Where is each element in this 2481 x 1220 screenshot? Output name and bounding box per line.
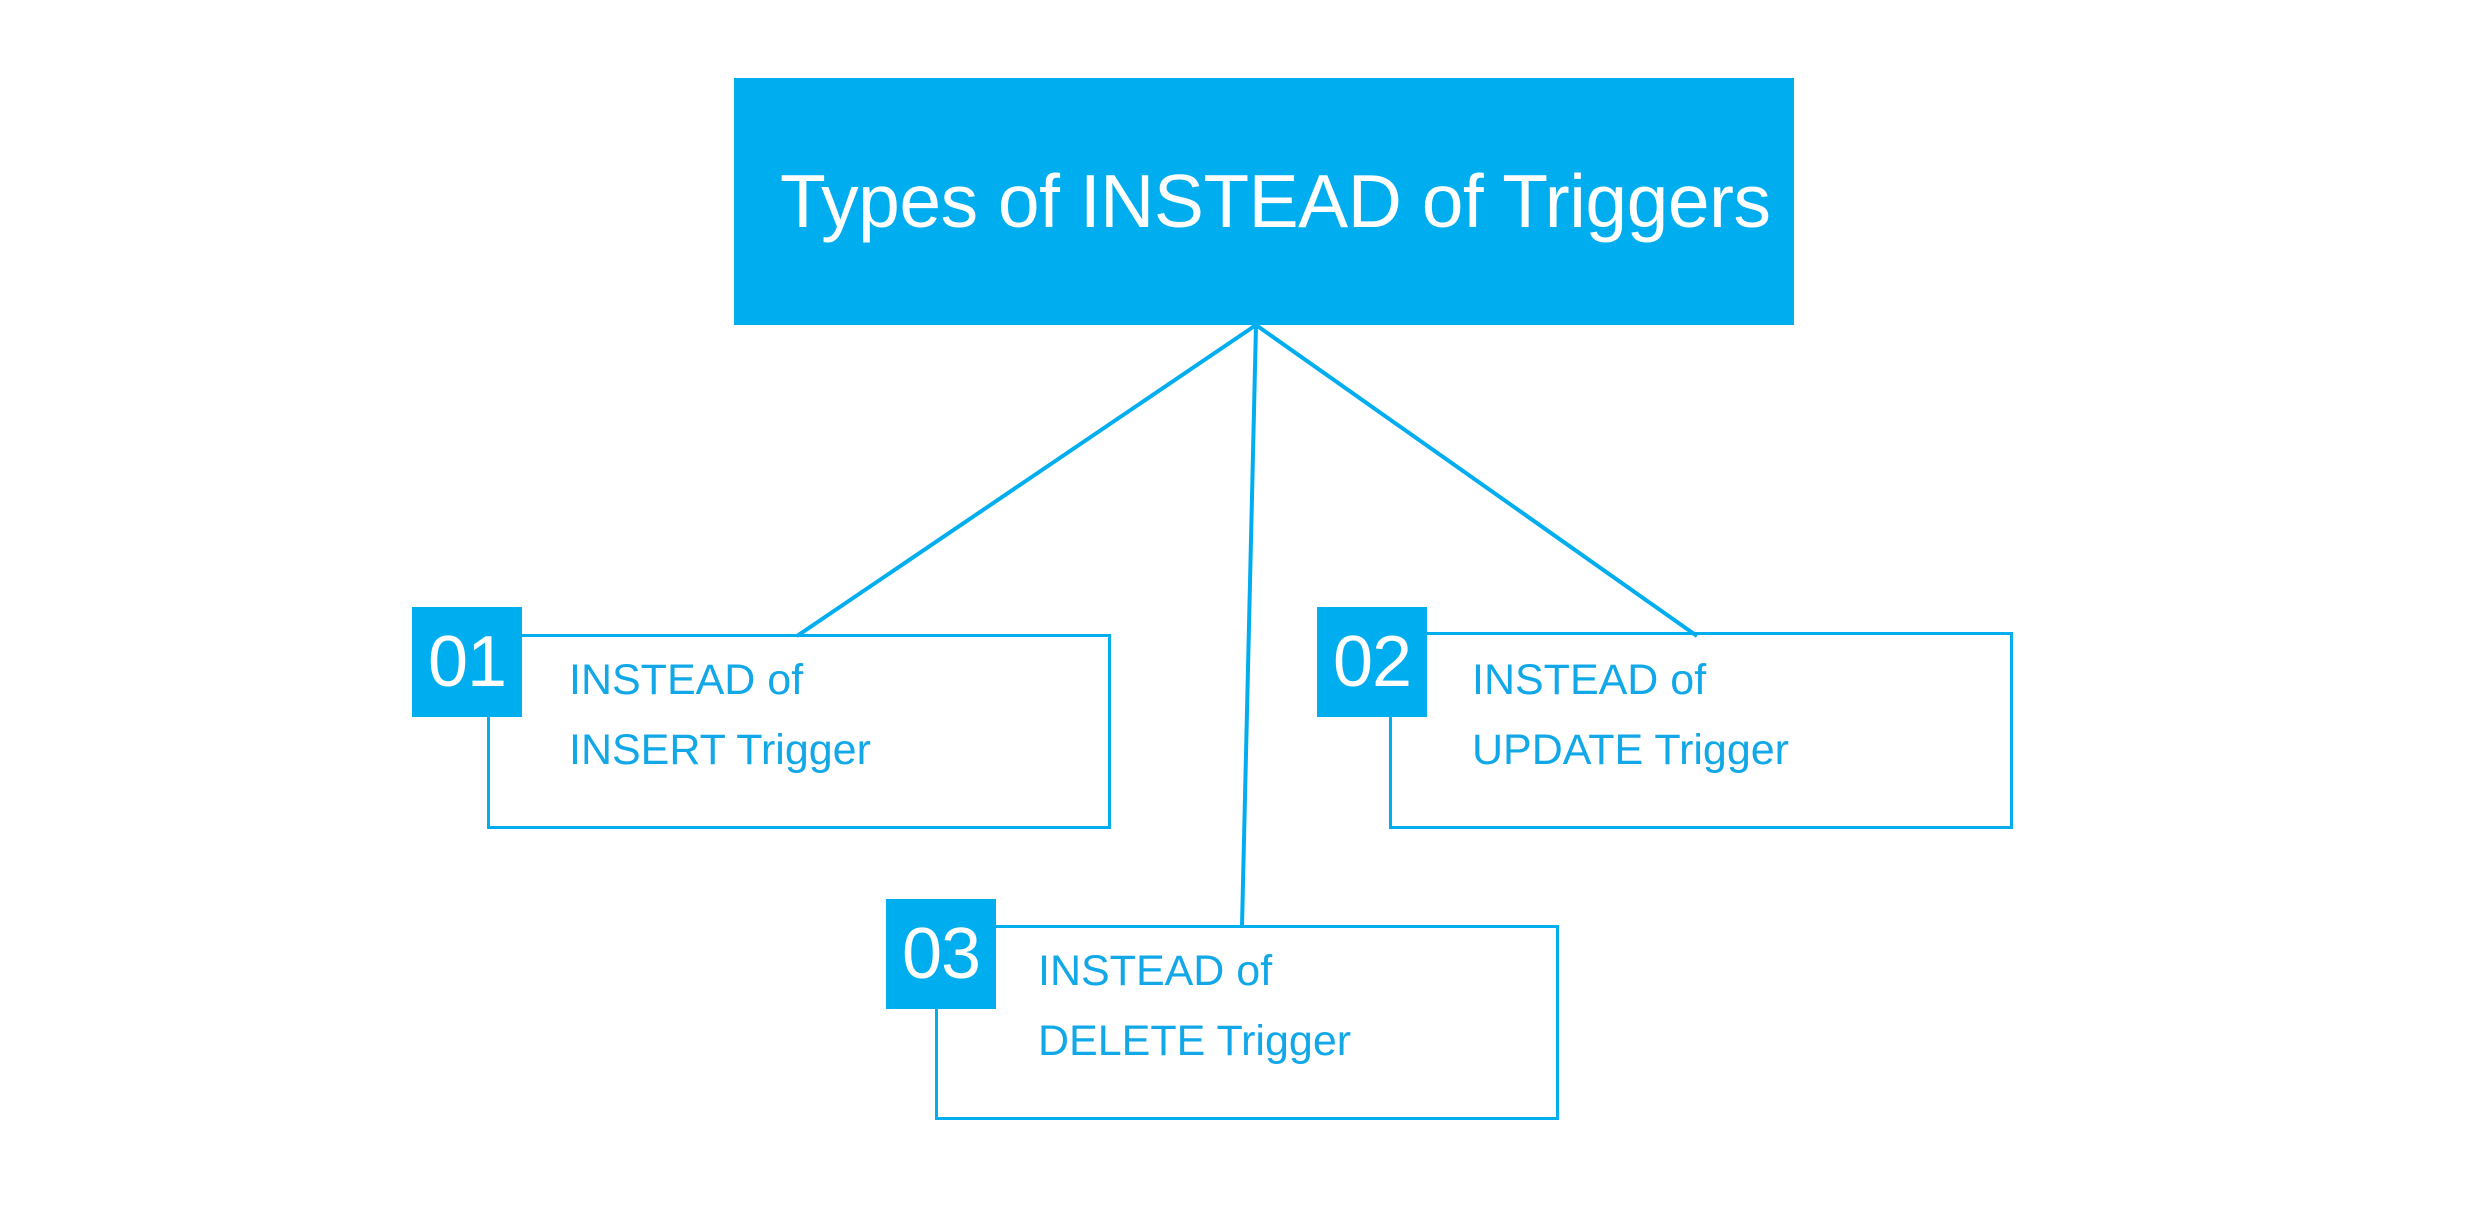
item-01-label-line1: INSTEAD of xyxy=(569,656,804,704)
diagram-title-banner: Types of INSTEAD of Triggers xyxy=(734,78,1794,325)
connector-line-to-item-03 xyxy=(1240,324,1258,927)
item-02-label-line1: INSTEAD of xyxy=(1472,656,1707,704)
connector-line-to-item-02 xyxy=(1254,323,1699,638)
item-02-number-badge: 02 xyxy=(1317,607,1427,717)
item-03-number-badge: 03 xyxy=(886,899,996,1009)
item-03-label: INSTEAD of DELETE Trigger xyxy=(1038,936,1351,1076)
item-02-label-line2: UPDATE Trigger xyxy=(1472,726,1789,774)
connector-line-to-item-01 xyxy=(795,323,1258,638)
item-03-frame xyxy=(935,925,1559,1120)
item-01-label-line2: INSERT Trigger xyxy=(569,726,871,774)
item-02-frame xyxy=(1389,632,2013,829)
item-02-label: INSTEAD of UPDATE Trigger xyxy=(1472,645,1789,785)
item-01-number-badge: 01 xyxy=(412,607,522,717)
page-title: Types of INSTEAD of Triggers xyxy=(780,159,1771,244)
item-01-frame xyxy=(487,634,1111,829)
item-03-label-line2: DELETE Trigger xyxy=(1038,1017,1352,1065)
item-01-label: INSTEAD of INSERT Trigger xyxy=(569,645,871,785)
item-03-label-line1: INSTEAD of xyxy=(1038,947,1273,995)
